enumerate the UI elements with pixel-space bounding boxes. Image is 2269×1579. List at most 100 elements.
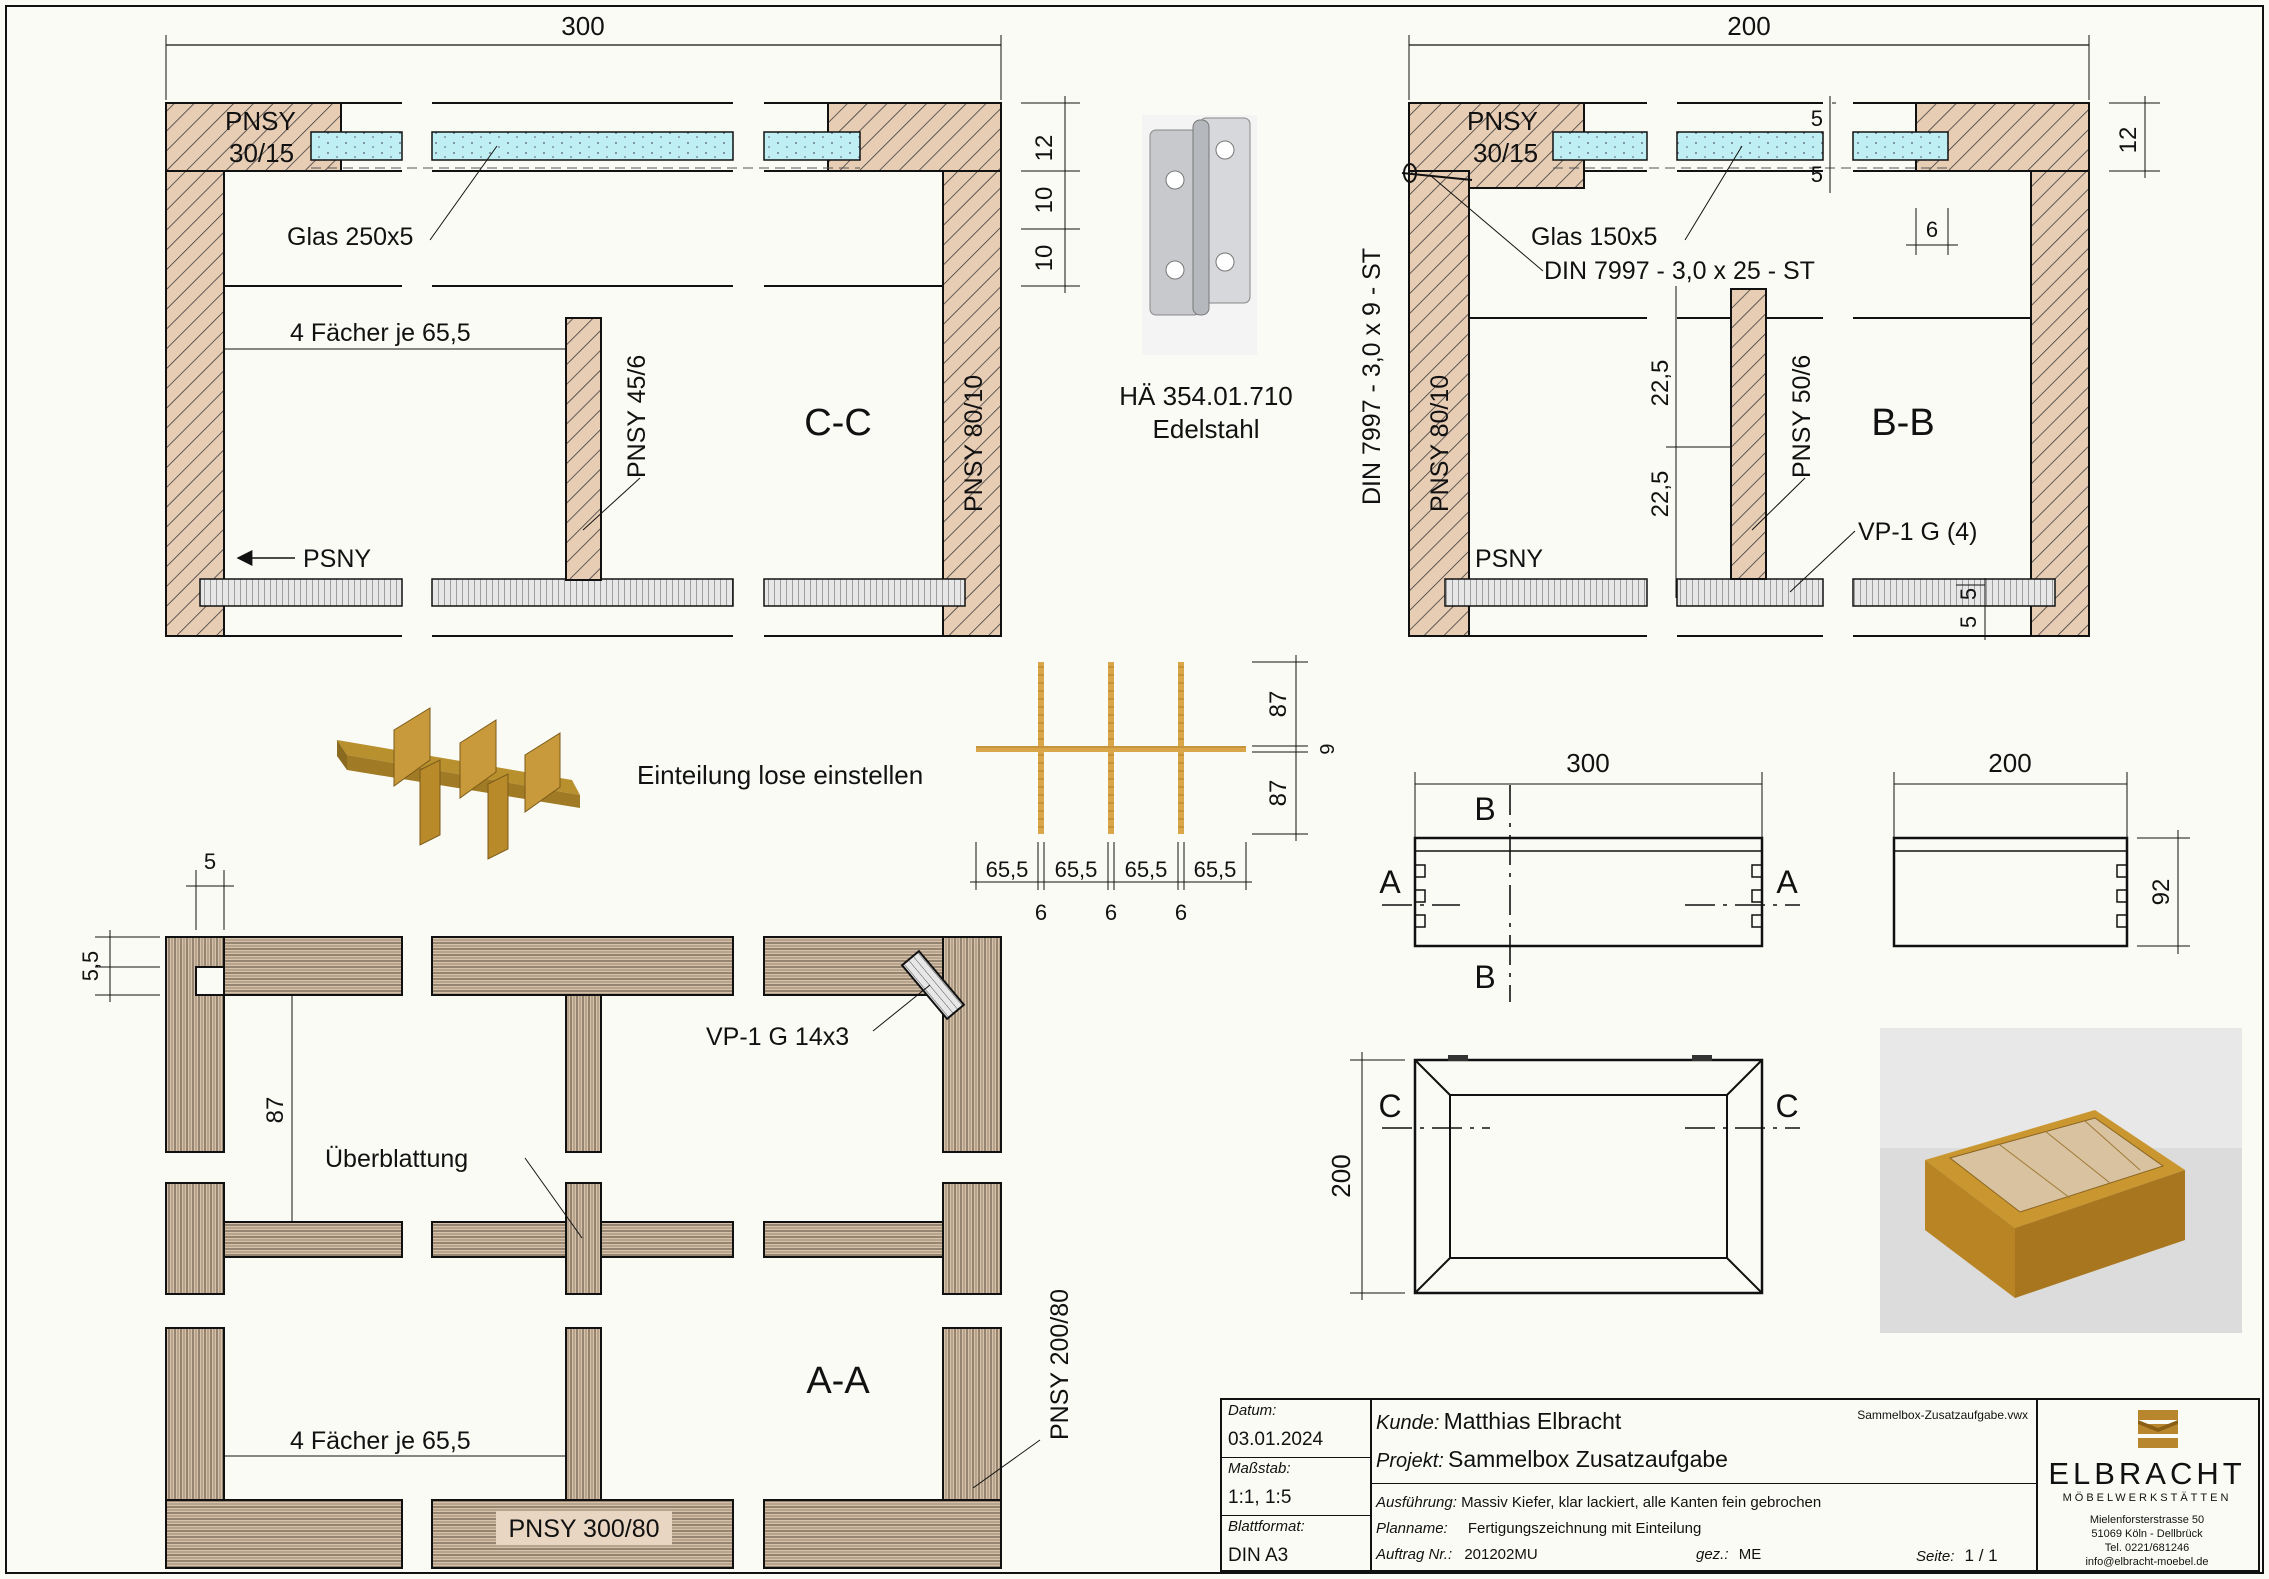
aa-overlap-label: Überblattung bbox=[325, 1145, 468, 1173]
grid-spacing-2: 65,5 bbox=[1055, 857, 1098, 882]
side-dim-h: 92 bbox=[2148, 879, 2175, 906]
cc-dim-10a: 10 bbox=[1031, 187, 1058, 214]
seite-value: 1 / 1 bbox=[1964, 1546, 1998, 1565]
aa-dim-87: 87 bbox=[262, 1097, 289, 1124]
elbracht-logo-icon bbox=[2138, 1410, 2178, 1448]
projekt-value: Sammelbox Zusatzaufgabe bbox=[1447, 1446, 1728, 1472]
bb-dim-5c: 5 bbox=[1956, 588, 1981, 600]
bb-screw-label: DIN 7997 - 3,0 x 25 - ST bbox=[1544, 257, 1815, 285]
bb-dim-22b: 22,5 bbox=[1647, 471, 1674, 518]
front-cut-b1: B bbox=[1474, 791, 1495, 827]
box-render-image bbox=[1880, 1028, 2242, 1333]
gez-value: ME bbox=[1738, 1546, 1762, 1563]
blattformat-value: DIN A3 bbox=[1228, 1545, 1289, 1566]
bb-psny-label: PSNY bbox=[1475, 545, 1543, 573]
massstab-cell: Maßstab: 1:1, 1:5 bbox=[1222, 1458, 1370, 1516]
aa-compartments: 4 Fächer je 65,5 bbox=[290, 1427, 471, 1455]
ausfuehrung-label: Ausführung: bbox=[1376, 1494, 1457, 1511]
bb-section-label: B-B bbox=[1871, 402, 1934, 444]
front-dim: 300 bbox=[1566, 748, 1609, 778]
bb-divider-label: PNSY 50/6 bbox=[1788, 355, 1816, 478]
blattformat-cell: Blattformat: DIN A3 bbox=[1222, 1516, 1370, 1574]
sheet-border bbox=[5, 5, 2264, 1574]
grid-gap-2: 6 bbox=[1105, 900, 1117, 925]
bb-side-label: PNSY 80/10 bbox=[1426, 375, 1454, 512]
cc-label-pnsy-size: 30/15 bbox=[229, 138, 294, 168]
divider-insert-3d bbox=[337, 707, 580, 860]
cc-side-right bbox=[942, 170, 1002, 637]
cc-side-label: PNSY 80/10 bbox=[960, 375, 988, 512]
section-bb: 200 PNSY 30/15 Glas 150x5 DIN 7997 - 3,0… bbox=[1358, 11, 2160, 640]
aa-vp-label: VP-1 G 14x3 bbox=[706, 1023, 849, 1051]
front-cut-b2: B bbox=[1474, 959, 1495, 995]
front-cut-a2: A bbox=[1776, 864, 1798, 900]
top-view: C C 200 bbox=[1326, 1052, 1800, 1300]
grid-dim-6: 6 bbox=[1315, 743, 1337, 754]
cc-side-left bbox=[165, 170, 225, 637]
grid-dim-87b: 87 bbox=[1265, 780, 1292, 807]
grid-spacing-1: 65,5 bbox=[986, 857, 1029, 882]
company-sub: MÖBELWERKSTÄTTEN bbox=[2062, 1492, 2232, 1504]
company-logo-area: ELBRACHT MÖBELWERKSTÄTTEN Mielenforsters… bbox=[2036, 1400, 2258, 1570]
company-address-1: Mielenforsterstrasse 50 bbox=[2089, 1514, 2205, 1526]
company-email: info@elbracht-moebel.de bbox=[2085, 1556, 2209, 1568]
hinge-label-1: HÄ 354.01.710 bbox=[1119, 381, 1292, 411]
massstab-label: Maßstab: bbox=[1228, 1460, 1291, 1477]
aa-dim-5: 5 bbox=[204, 849, 216, 874]
cc-dim-width: 300 bbox=[561, 11, 604, 41]
company-phone: Tel. 0221/681246 bbox=[2104, 1542, 2190, 1554]
bb-screw-vertical: DIN 7997 - 3,0 x 9 - ST bbox=[1358, 248, 1386, 505]
grid-dim-87a: 87 bbox=[1265, 691, 1292, 718]
bb-dim-6: 6 bbox=[1926, 217, 1938, 242]
grid-spacing-3: 65,5 bbox=[1125, 857, 1168, 882]
section-aa: 5 5,5 87 VP-1 G 14x3 Überblattung 4 Fäch… bbox=[78, 849, 1074, 1569]
bb-dim-5b: 5 bbox=[1811, 162, 1823, 187]
datum-value: 03.01.2024 bbox=[1228, 1429, 1324, 1450]
planname-value: Fertigungszeichnung mit Einteilung bbox=[1467, 1520, 1702, 1537]
gez-label: gez.: bbox=[1696, 1546, 1729, 1563]
title-block-meta: Datum: 03.01.2024 Maßstab: 1:1, 1:5 Blat… bbox=[1222, 1400, 1372, 1570]
cc-compartments: 4 Fächer je 65,5 bbox=[290, 319, 471, 347]
bb-label-pnsy: PNSY bbox=[1467, 106, 1538, 136]
grid-gap-3: 6 bbox=[1175, 900, 1187, 925]
kunde-value: Matthias Elbracht bbox=[1443, 1408, 1622, 1434]
planname-label: Planname: bbox=[1376, 1520, 1448, 1537]
top-dim: 200 bbox=[1326, 1154, 1356, 1197]
datum-cell: Datum: 03.01.2024 bbox=[1222, 1400, 1370, 1458]
grid-gap-1: 6 bbox=[1035, 900, 1047, 925]
company-name: ELBRACHT bbox=[2048, 1456, 2246, 1491]
bb-glass-label: Glas 150x5 bbox=[1531, 223, 1657, 251]
cc-dim-10b: 10 bbox=[1031, 245, 1058, 272]
bb-label-pnsy-size: 30/15 bbox=[1473, 138, 1538, 168]
ausfuehrung-value: Massiv Kiefer, klar lackiert, alle Kante… bbox=[1461, 1494, 1822, 1511]
file-name: Sammelbox-Zusatzaufgabe.vwx bbox=[1857, 1408, 2028, 1422]
divider-grid-plan: 87 87 6 65,5 65,5 65,5 65,5 6 6 6 bbox=[970, 655, 1337, 925]
bb-vp-label: VP-1 G (4) bbox=[1858, 518, 1977, 546]
blattformat-label: Blattformat: bbox=[1228, 1518, 1305, 1535]
projekt-label: Projekt: bbox=[1376, 1450, 1444, 1472]
front-cut-a1: A bbox=[1379, 864, 1401, 900]
side-dim-w: 200 bbox=[1988, 748, 2031, 778]
kunde-label: Kunde: bbox=[1376, 1412, 1440, 1434]
top-cut-c2: C bbox=[1775, 1088, 1798, 1124]
kunde-projekt-cell: Kunde: Matthias Elbracht Sammelbox-Zusat… bbox=[1370, 1400, 2036, 1484]
company-address-2: 51069 Köln - Dellbrück bbox=[2091, 1528, 2203, 1540]
front-view: 300 B B A A bbox=[1379, 748, 1800, 1002]
aa-side-label: PNSY 200/80 bbox=[1046, 1289, 1074, 1440]
hinge-label-2: Edelstahl bbox=[1153, 414, 1260, 444]
cc-psny-label: PSNY bbox=[303, 545, 371, 573]
auftrag-label: Auftrag Nr.: bbox=[1376, 1546, 1453, 1563]
grid-caption: Einteilung lose einstellen bbox=[637, 760, 923, 790]
aa-dim-55: 5,5 bbox=[78, 951, 103, 982]
cc-label-pnsy: PNSY bbox=[225, 106, 296, 136]
datum-label: Datum: bbox=[1228, 1402, 1277, 1419]
bb-dim-5a: 5 bbox=[1811, 106, 1823, 131]
side-view: 200 92 bbox=[1892, 748, 2190, 954]
title-block: Datum: 03.01.2024 Maßstab: 1:1, 1:5 Blat… bbox=[1220, 1398, 2260, 1572]
auftrag-value: 201202MU bbox=[1464, 1546, 1538, 1563]
cc-section-label: C-C bbox=[804, 402, 872, 444]
cc-glass-label: Glas 250x5 bbox=[287, 223, 413, 251]
bb-dim-22a: 22,5 bbox=[1647, 360, 1674, 407]
bb-dim-12: 12 bbox=[2115, 127, 2142, 154]
